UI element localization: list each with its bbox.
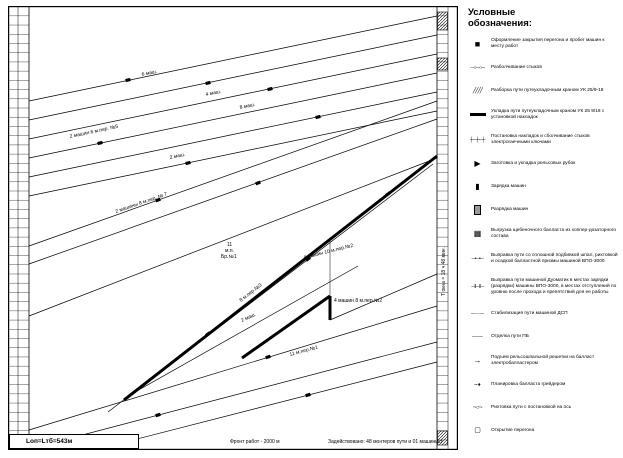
svg-text:4 машин 10 м.пер.№2: 4 машин 10 м.пер.№2	[303, 243, 354, 261]
legend-item-label: Укладка пути путеукладочным краном УК 25…	[491, 108, 605, 120]
svg-text:8 маш.: 8 маш.	[239, 102, 256, 111]
legend-item-label: Открытие перегона	[491, 427, 535, 433]
svg-text:м.п.: м.п.	[225, 248, 234, 254]
legend-title: Условные обозначения:	[468, 7, 532, 29]
work-front-label: Фронт работ - 2000 м	[230, 439, 280, 445]
legend-item-label: Подъем рельсошпальной решетки на балласт…	[491, 354, 595, 366]
legend-item: Зарядка машин	[468, 182, 618, 192]
vpo-3000-icon	[468, 254, 487, 264]
svg-text:6 маш.: 6 маш.	[141, 69, 158, 78]
legend-items: Оформление закрытия перегона и пробег ма…	[468, 38, 618, 436]
svg-text:Бр.№1: Бр.№1	[221, 254, 237, 260]
legend-item: Заготовка и укладка рельсовых рубок	[468, 159, 618, 169]
legend-item-label: Выправка пути машиной Дуоматик в местах …	[491, 277, 617, 295]
closure-length-label: Lоп=Lтб=543м	[9, 434, 139, 449]
legend-item-label: Выгрузка щебеночного балласта из хоппер-…	[491, 227, 617, 239]
dsp-stabilize-icon	[468, 309, 487, 319]
legend-item-label: Отделка пути ПБ	[491, 333, 529, 339]
work-schedule-diagram: 6 маш. 4 маш. 8 маш. 2 машин 6 м.пер. №5 2 м…	[8, 6, 458, 450]
track-laying-icon	[468, 110, 487, 120]
unbolt-joints-icon	[468, 63, 487, 73]
open-section-icon	[468, 426, 487, 436]
legend-item-label: Заготовка и укладка рельсовых рубок	[491, 160, 576, 166]
grader-level-icon	[468, 380, 487, 390]
svg-text:2 машин 6 м.пер. №5: 2 машин 6 м.пер. №5	[69, 124, 119, 140]
svg-text:2 маш.: 2 маш.	[169, 152, 186, 161]
legend-item-label: Постановка накладок и сболчивание стыков…	[491, 133, 590, 145]
legend-item-label: Разрядка машин	[491, 206, 529, 212]
legend-item-label: Разборка пути путеукладочным краном УК 2…	[491, 87, 604, 93]
legend-item: Постановка накладок и сболчивание стыков…	[468, 134, 618, 146]
svg-text:11: 11	[227, 242, 232, 248]
machine-charge-icon	[468, 182, 487, 192]
svg-text:2 маш.: 2 маш.	[240, 312, 257, 324]
rail-cuts-icon	[468, 159, 487, 169]
legend-item: Планировка балласта грейдером	[468, 380, 618, 390]
legend-item-label: Оформление закрытия перегона и пробег ма…	[491, 37, 605, 49]
legend-item: Стабилизация пути машиной ДСП	[468, 309, 618, 319]
legend: Условные обозначения: Оформление закрыти…	[468, 7, 618, 436]
legend-item: Выгрузка щебеночного балласта из хоппер-…	[468, 228, 618, 240]
work-schedule-svg: 6 маш. 4 маш. 8 маш. 2 машин 6 м.пер. №5 2 м…	[8, 6, 458, 450]
legend-item: Открытие перегона	[468, 426, 618, 436]
axis-align-icon	[468, 403, 487, 413]
svg-text:4 маш.: 4 маш.	[205, 89, 222, 98]
svg-text:2 машины 8 м.пер. № 7: 2 машины 8 м.пер. № 7	[115, 191, 169, 214]
legend-item-label: Рихтовка пути с постановкой на ось	[491, 404, 572, 410]
duomatic-icon	[468, 282, 487, 292]
legend-item: Укладка пути путеукладочным краном УК 25…	[468, 109, 618, 121]
legend-item-label: Разболчивание стыков	[491, 64, 542, 70]
legend-item-label: Стабилизация пути машиной ДСП	[491, 310, 568, 316]
legend-item-label: Зарядка машин	[491, 183, 526, 189]
ballast-unload-icon	[468, 229, 487, 239]
legend-item: Разболчивание стыков	[468, 63, 618, 73]
legend-item: Оформление закрытия перегона и пробег ма…	[468, 38, 618, 50]
pb-finishing-icon	[468, 332, 487, 342]
legend-item: Отделка пути ПБ	[468, 332, 618, 342]
legend-item: Разборка пути путеукладочным краном УК 2…	[468, 86, 618, 96]
svg-text:Т окна = 18 ч 48 мин.: Т окна = 18 ч 48 мин.	[441, 247, 447, 296]
track-dismantle-icon	[468, 86, 487, 96]
closure-square-icon	[468, 39, 487, 49]
legend-item: Выправка пути со сплошной подбивкой шпал…	[468, 253, 618, 265]
machine-discharge-icon	[468, 205, 487, 215]
bolting-icon	[468, 135, 487, 145]
svg-text:4 машин 8 м.пер.№2: 4 машин 8 м.пер.№2	[334, 298, 382, 304]
ballaster-lift-icon	[468, 356, 487, 366]
legend-item-label: Выправка пути со сплошной подбивкой шпал…	[491, 252, 618, 264]
legend-item: Рихтовка пути с постановкой на ось	[468, 403, 618, 413]
legend-item-label: Планировка балласта грейдером	[491, 381, 566, 387]
staff-label: Задействовано: 48 монтеров пути и 01 маш…	[328, 439, 443, 445]
legend-item: Подъем рельсошпальной решетки на балласт…	[468, 355, 618, 367]
legend-item: Выправка пути машиной Дуоматик в местах …	[468, 278, 618, 296]
legend-item: Разрядка машин	[468, 205, 618, 215]
